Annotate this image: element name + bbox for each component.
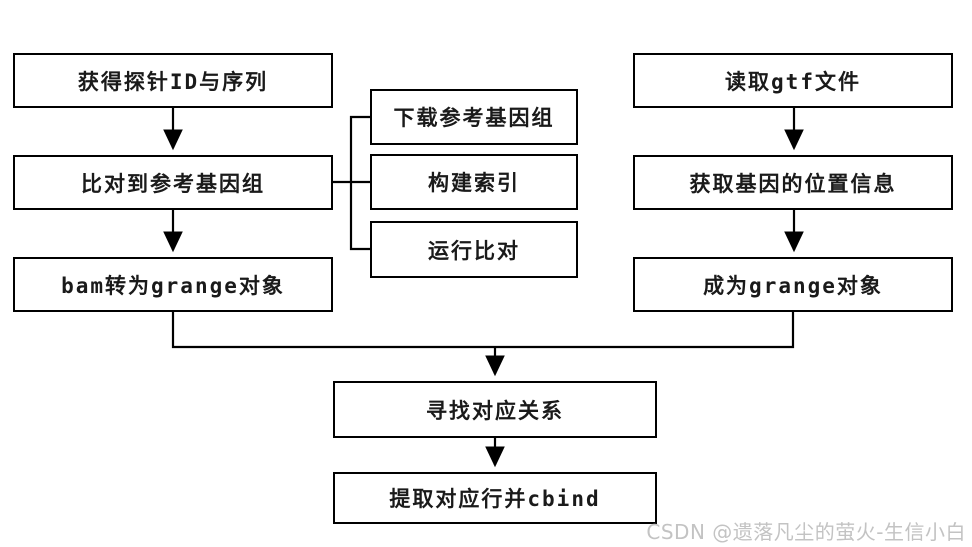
flow-box-to-grange: 成为grange对象 <box>633 257 953 312</box>
flow-box-run-align: 运行比对 <box>370 221 578 278</box>
flow-box-build-index: 构建索引 <box>370 154 578 210</box>
bracket-align-substeps <box>333 115 370 251</box>
csdn-watermark: CSDN @遗落凡尘的萤火-生信小白 <box>646 520 966 544</box>
flow-box-align-ref: 比对到参考基因组 <box>13 155 333 210</box>
flow-box-read-gtf: 读取gtf文件 <box>633 53 953 108</box>
flow-box-extract-cbind: 提取对应行并cbind <box>333 472 657 524</box>
flow-box-probe-id-seq: 获得探针ID与序列 <box>13 53 333 108</box>
flow-box-download-ref: 下载参考基因组 <box>370 89 578 145</box>
flow-box-bam-grange: bam转为grange对象 <box>13 257 333 312</box>
flow-box-find-mapping: 寻找对应关系 <box>333 381 657 438</box>
flow-box-gene-pos: 获取基因的位置信息 <box>633 155 953 210</box>
merge-junction-line <box>171 312 795 349</box>
